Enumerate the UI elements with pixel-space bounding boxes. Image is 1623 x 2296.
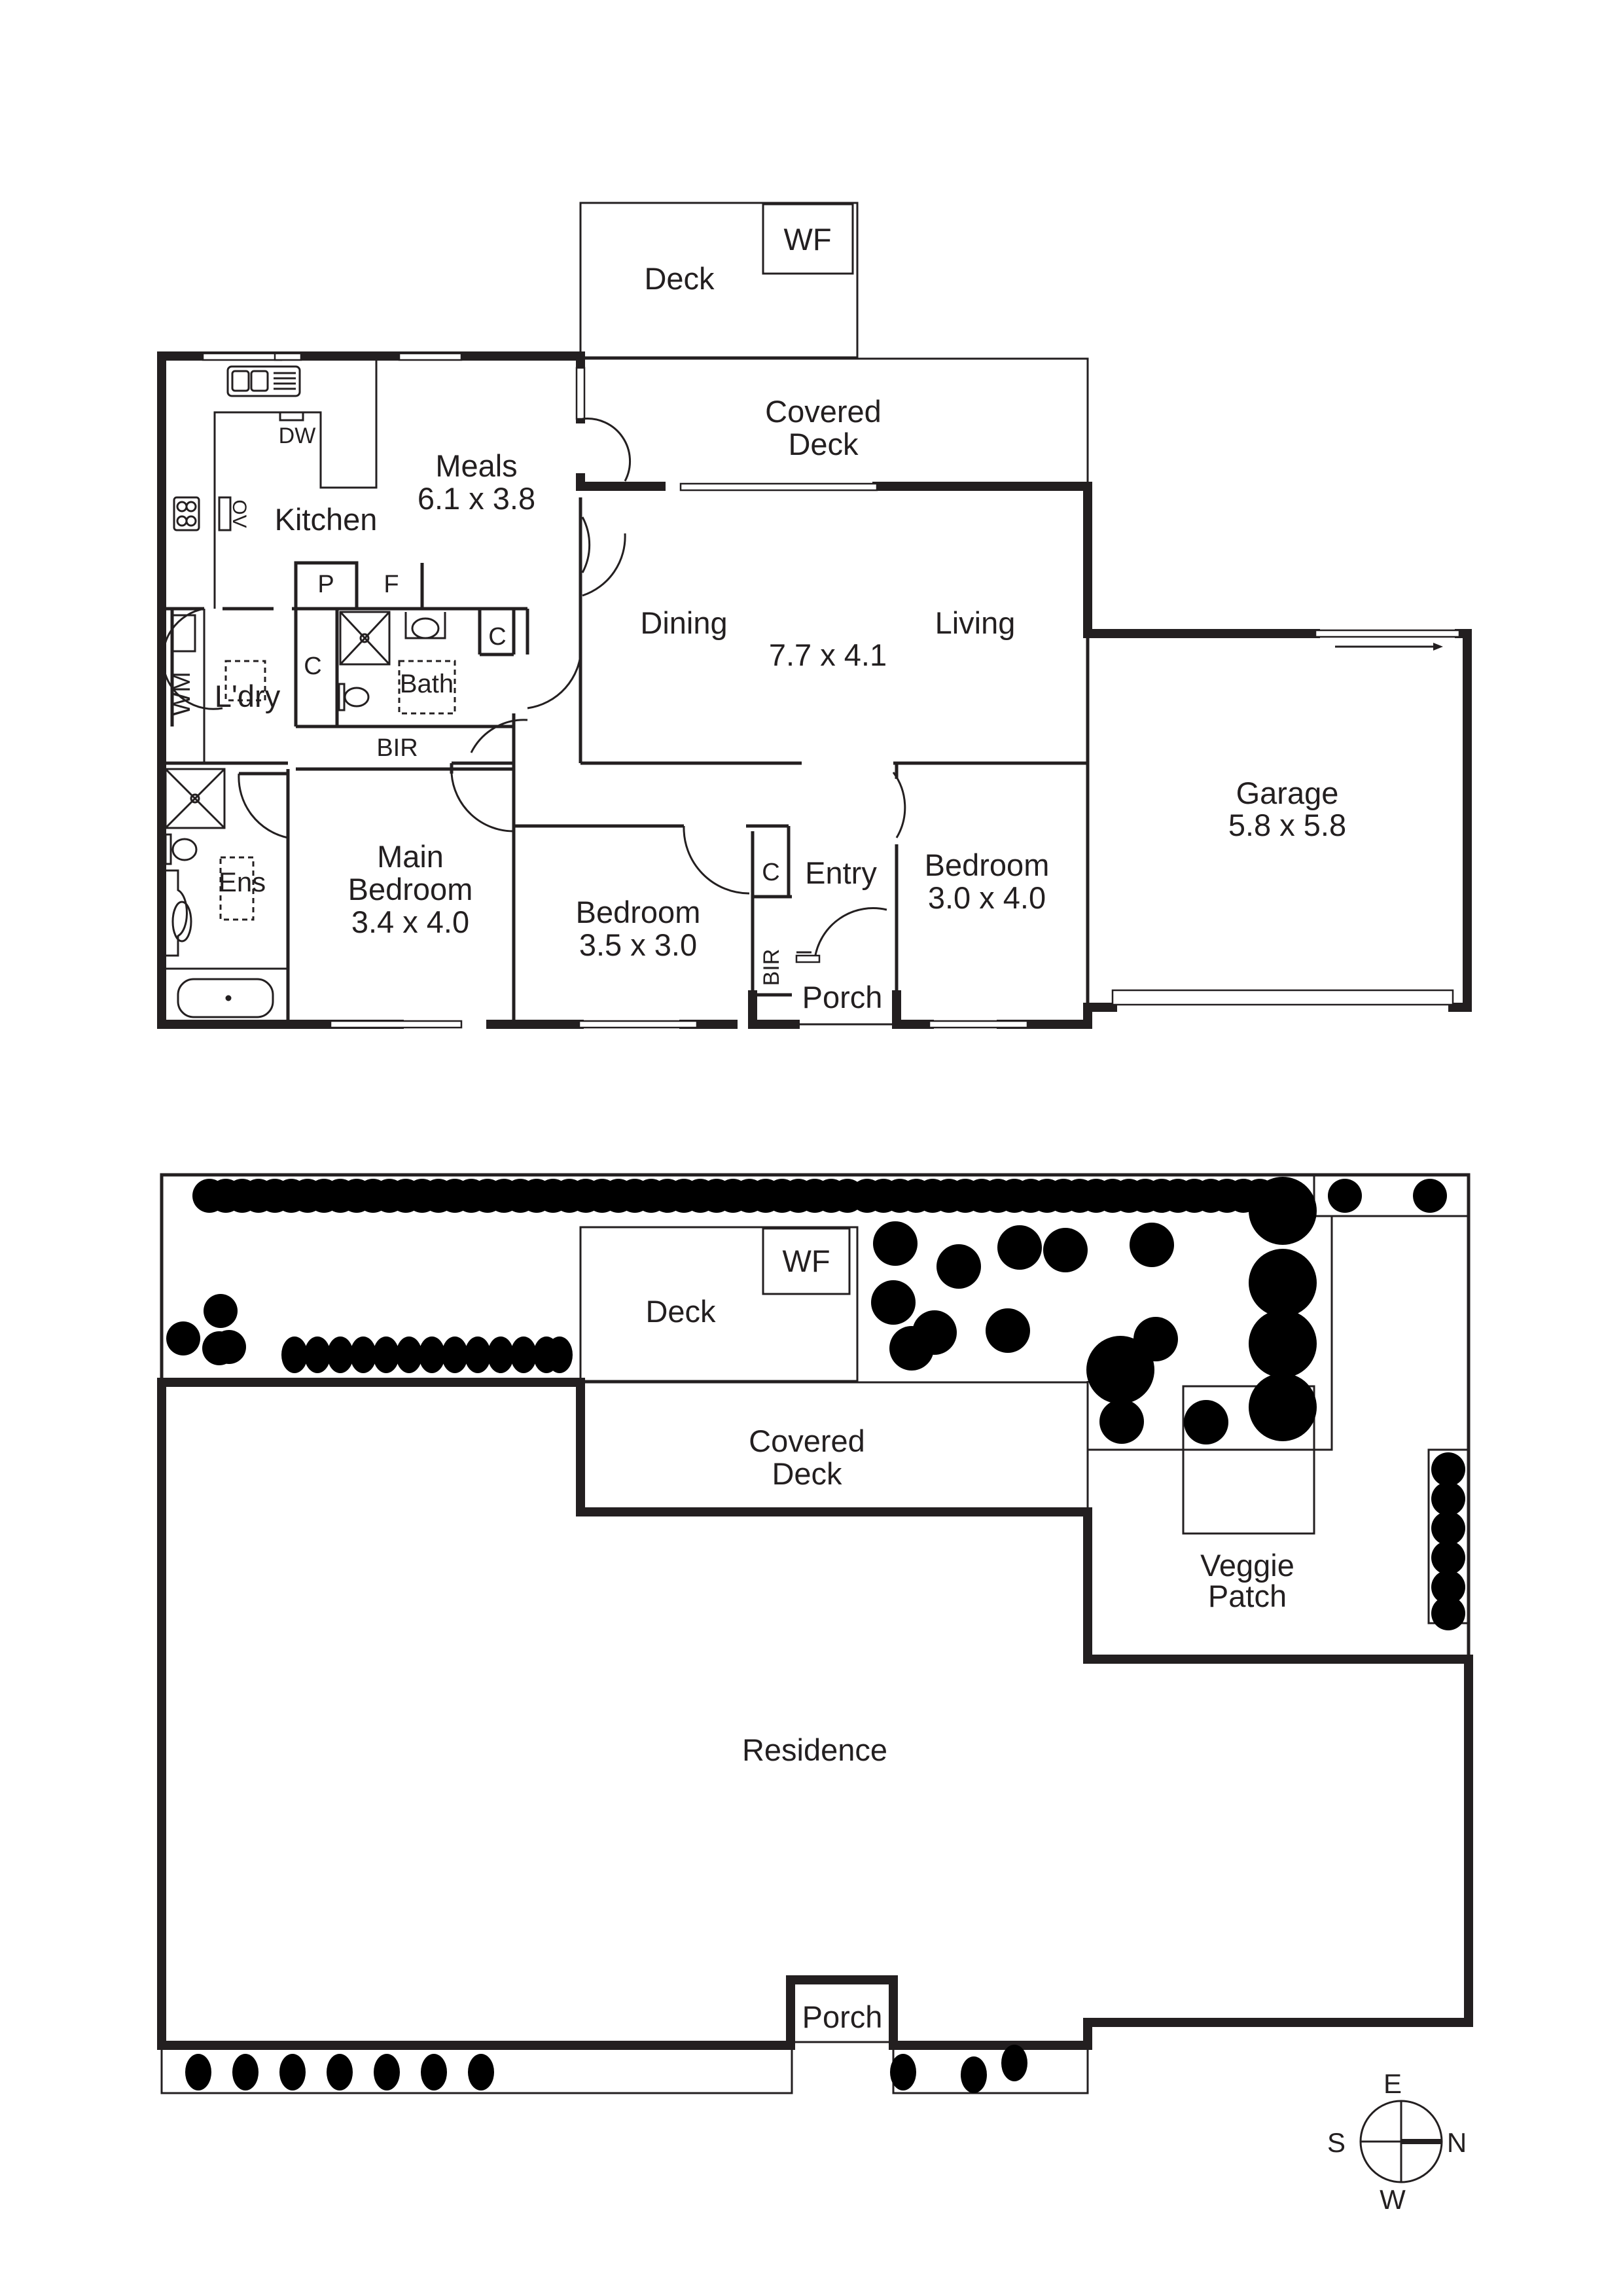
site-wf [762,1227,851,1295]
room-label-entry-cupboard: C [762,859,779,886]
arrow-icon [1433,643,1443,651]
room-label-bir-hall: BIR [376,734,418,762]
garage-side-door [1314,629,1461,638]
room-label-main: Main [377,839,444,874]
front-garden-bed-right [892,2044,1089,2094]
room-label-bedroom2: Bedroom [576,895,701,929]
tree-row-east-bed [1431,1452,1465,1630]
veggie-patch [1182,1385,1315,1535]
room-label-ens: Ens [219,867,266,897]
room-label-laundry: L'dry [215,679,281,713]
site-label-covered: Covered [749,1424,865,1458]
room-label-pantry: P [317,571,334,598]
room-label-main-bedroom: Bedroom [348,872,473,906]
room-label-garage: Garage [1236,776,1339,810]
room-label-meals: Meals [435,448,517,483]
room-label-porch: Porch [802,980,883,1014]
site-label-patch: Patch [1208,1579,1287,1613]
tree-row-front [185,2045,1027,2093]
door-swings [162,418,906,960]
room-dims-dining-living: 7.7 x 4.1 [769,637,887,672]
room-label-bedroom3: Bedroom [925,848,1050,882]
window [202,352,283,361]
compass: E W S N [1327,2068,1467,2215]
compass-label-north: N [1447,2127,1467,2158]
room-dims-meals: 6.1 x 3.8 [418,481,535,516]
site-label-wf: WF [782,1244,830,1278]
window [575,367,586,420]
front-garden-bed-left [160,2044,793,2094]
room-label-living: Living [935,605,1016,640]
floor-plan: Deck WF Covered Deck Meals 6.1 x 3.8 Kit… [157,202,1472,1029]
site-label-veggie: Veggie [1200,1548,1294,1583]
compass-label-east: E [1383,2068,1402,2099]
tree-cluster-west [166,1294,573,1373]
room-label-kitchen: Kitchen [275,502,378,537]
residence-outline [157,1378,1473,2050]
deck-outline [579,202,859,359]
room-label-ov: OV [228,499,250,528]
site-label-covered-deck: Deck [772,1456,842,1491]
room-label-dining: Dining [640,605,727,640]
window [329,1020,463,1029]
window [928,1020,1029,1029]
site-label-deck: Deck [645,1294,716,1329]
compass-label-west: W [1380,2184,1406,2215]
tree-cluster-east [871,1177,1317,1444]
covered-deck-outline [580,357,1089,486]
room-label-covered: Covered [765,394,882,429]
room-label-deck: Deck [644,261,715,296]
site-label-residence: Residence [742,1732,887,1767]
entry-door-sidelight [795,954,821,963]
room-label-bath: Bath [400,670,454,698]
wf-box [762,203,854,275]
site-plan: Deck WF Covered Deck Veggie Patch Reside… [157,1173,1473,2094]
property-boundary [160,1173,1471,1659]
window [578,1020,698,1029]
room-label-linen-cupboard: C [304,653,321,680]
sliding-door [679,482,878,492]
room-label-entry: Entry [805,855,877,890]
room-label-covered-deck: Deck [788,427,859,461]
room-dims-garage: 5.8 x 5.8 [1228,808,1346,842]
room-dims-bedroom3: 3.0 x 4.0 [928,880,1046,915]
window [398,352,463,361]
room-dims-main-bedroom: 3.4 x 4.0 [351,905,469,939]
site-covered-deck [580,1381,1089,1512]
fixtures [164,359,893,1026]
room-label-bir-bedroom2: BIR [759,949,784,986]
site-deck [579,1226,859,1382]
room-label-wm: WM [168,672,196,716]
site-label-porch: Porch [802,2000,883,2034]
window [274,352,302,361]
room-label-fridge: F [383,571,399,598]
garage-door [1111,989,1454,1006]
room-dims-bedroom2: 3.5 x 3.0 [579,927,697,962]
room-label-wf: WF [783,222,831,257]
room-label-bath-cupboard: C [488,623,506,651]
room-label-dw: DW [279,423,316,448]
compass-label-south: S [1327,2127,1346,2158]
